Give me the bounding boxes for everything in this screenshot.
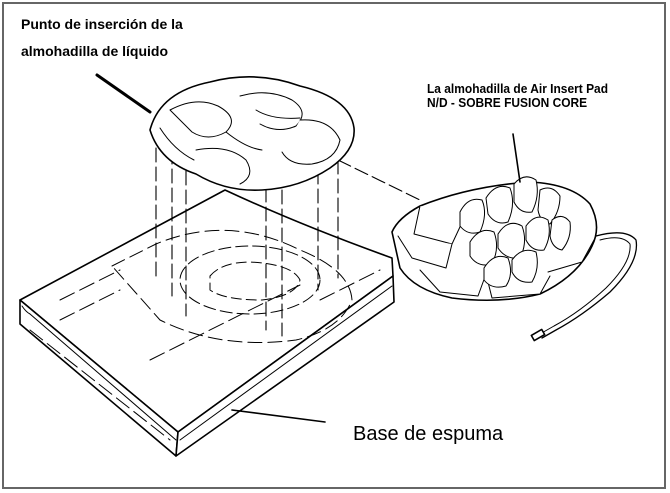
leader-air [512, 133, 521, 183]
liquid-pad-label: Punto de inserción de la almohadilla de … [21, 11, 183, 65]
foam-base-label: Base de espuma [353, 423, 504, 445]
liquid-pad-label-line2: almohadilla de líquido [21, 43, 169, 59]
air-pad-label-line2: N/D - SOBRE FUSION CORE [427, 95, 588, 110]
leader-liquid [95, 73, 152, 114]
guide-lines [155, 147, 421, 337]
leader-foam [231, 409, 326, 423]
air-pad [391, 176, 638, 342]
liquid-pad-label-line1: Punto de inserción de la [21, 16, 183, 32]
air-pad-label: La almohadilla de Air Insert Pad N/D - S… [427, 82, 608, 110]
air-pad-label-line1: La almohadilla de Air Insert Pad [427, 81, 609, 96]
liquid-pad [149, 76, 355, 191]
foam-base [19, 189, 395, 457]
